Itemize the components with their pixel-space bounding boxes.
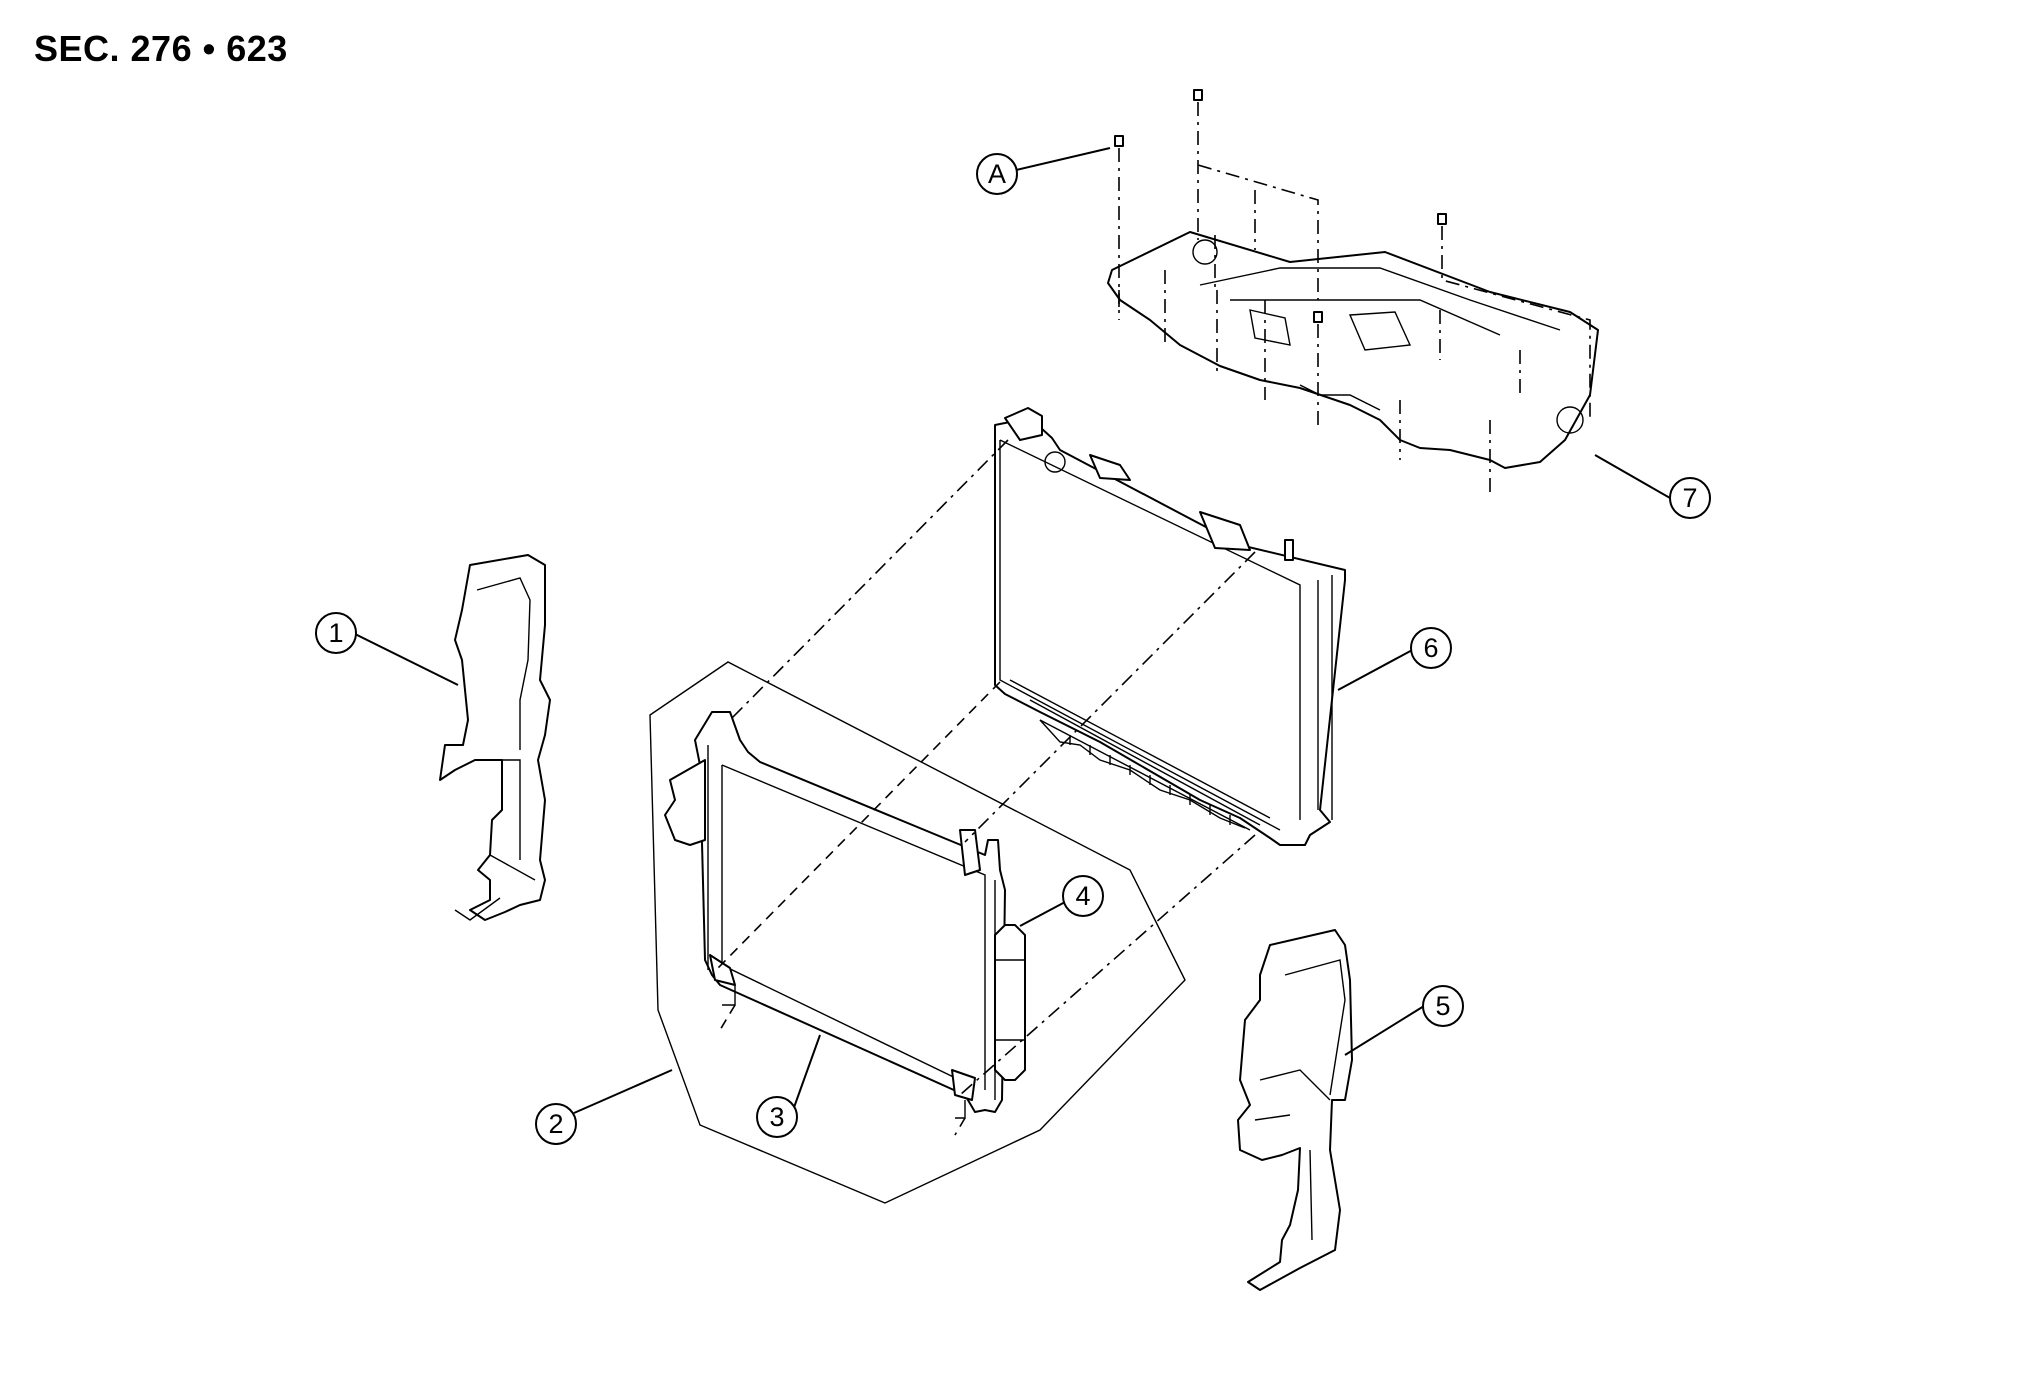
callout-2: 2 [535, 1103, 577, 1145]
callout-4-label: 4 [1075, 881, 1090, 911]
air-guide-left [439, 554, 551, 921]
callout-1: 1 [315, 612, 357, 654]
callout-A-label: A [988, 159, 1006, 189]
callout-7: 7 [1669, 477, 1711, 519]
callout-7-label: 7 [1682, 483, 1697, 513]
liquid-tank [994, 924, 1026, 1081]
callout-5: 5 [1422, 985, 1464, 1027]
callout-5-label: 5 [1435, 991, 1450, 1021]
radiator [994, 407, 1346, 846]
callout-1-label: 1 [328, 618, 343, 648]
condenser [664, 711, 1006, 1119]
air-guide-right [1237, 929, 1353, 1291]
radiator-core-support-cover [1107, 231, 1599, 469]
condenser-assembly-boundary [649, 661, 1186, 1204]
clip-locator-lines [1118, 102, 1591, 495]
callout-3-label: 3 [769, 1102, 784, 1132]
callout-4: 4 [1062, 875, 1104, 917]
callout-A: A [976, 153, 1018, 195]
section-label: SEC. 276 • 623 [34, 28, 288, 69]
callout-6-label: 6 [1423, 633, 1438, 663]
callout-3: 3 [756, 1096, 798, 1138]
callout-2-label: 2 [548, 1109, 563, 1139]
callout-6: 6 [1410, 627, 1452, 669]
alignment-lines [717, 439, 1256, 1136]
clip-fasteners [1114, 89, 1447, 323]
